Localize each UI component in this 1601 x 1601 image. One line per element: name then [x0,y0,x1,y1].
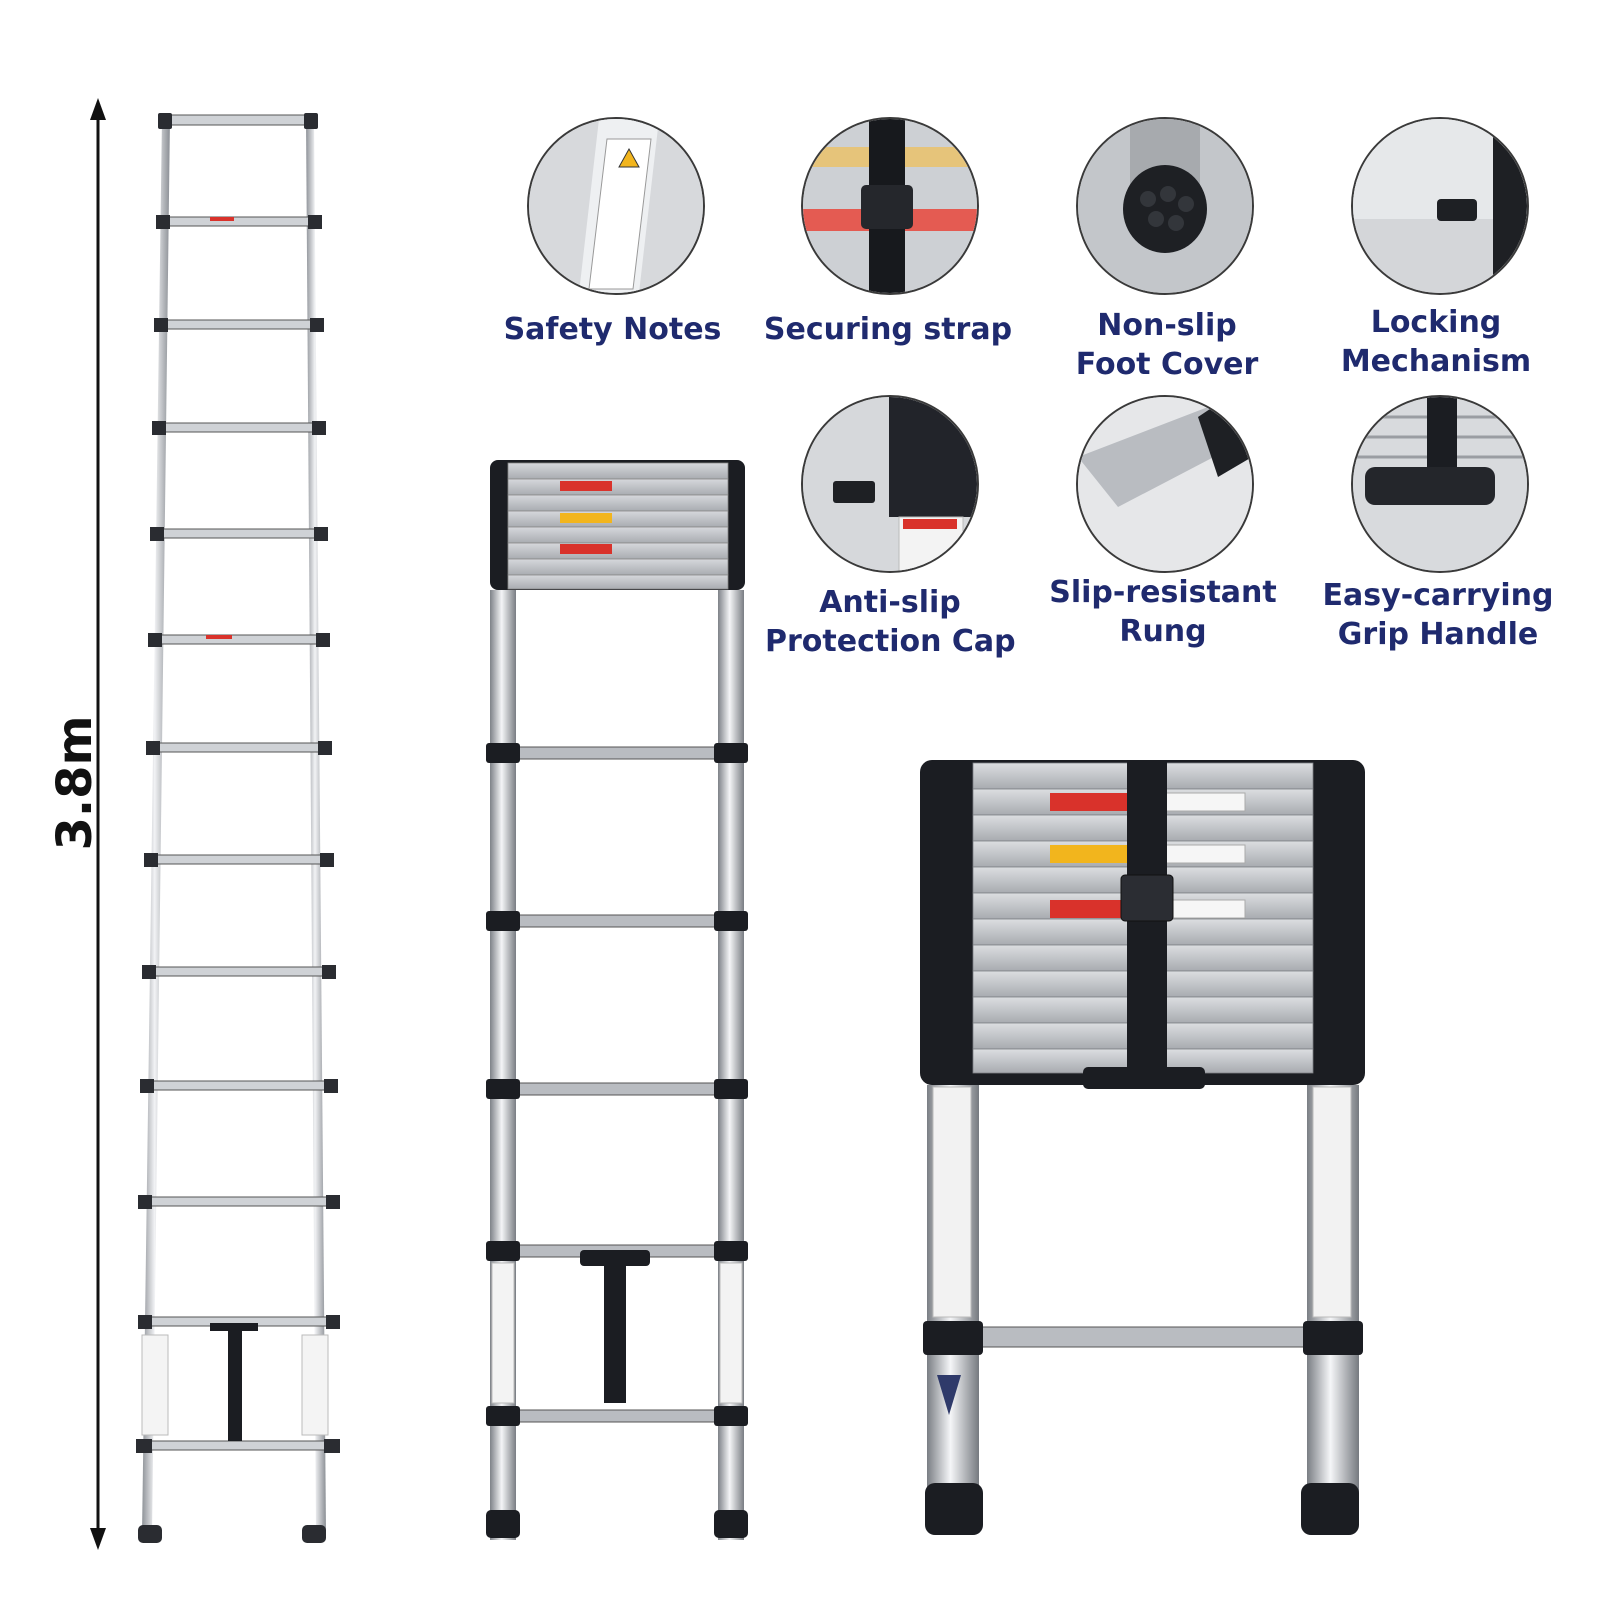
label-line: Protection Cap [765,624,1016,659]
label-securing-strap: Securing strap [762,310,1014,349]
label-line: Slip-resistant [1049,575,1277,610]
height-label: 3.8m [47,715,103,851]
label-line: Rung [1119,614,1207,649]
label-anti-slip-protection-cap: Anti-slip Protection Cap [765,583,1016,661]
safety-notes-image [527,117,705,295]
label-line: Anti-slip [819,585,961,620]
label-locking-mechanism: Locking Mechanism [1330,303,1542,381]
label-safety-notes: Safety Notes [495,310,730,349]
collapsed-ladder [920,760,1365,1535]
label-easy-carrying-grip-handle: Easy-carrying Grip Handle [1318,576,1558,654]
securing-strap-image [801,117,979,295]
locking-mechanism-image [1351,117,1529,295]
label-line: Mechanism [1340,344,1532,379]
height-arrow [90,98,106,1550]
label-line: Grip Handle [1337,617,1539,652]
slip-resistant-rung-image [1076,395,1254,573]
anti-slip-protection-cap-image [801,395,979,573]
label-line: Safety Notes [503,312,722,347]
label-line: Securing strap [763,312,1013,347]
label-non-slip-foot-cover: Non-slip Foot Cover [1062,306,1272,384]
label-slip-resistant-rung: Slip-resistant Rung [1047,573,1279,651]
partially-extended-ladder [486,460,748,1540]
extended-ladder [136,113,340,1543]
label-line: Foot Cover [1075,347,1259,382]
label-line: Easy-carrying [1322,578,1554,613]
easy-carrying-grip-handle-image [1351,395,1529,573]
label-line: Non-slip [1097,308,1237,343]
label-line: Locking [1370,305,1502,340]
non-slip-foot-cover-image [1076,117,1254,295]
